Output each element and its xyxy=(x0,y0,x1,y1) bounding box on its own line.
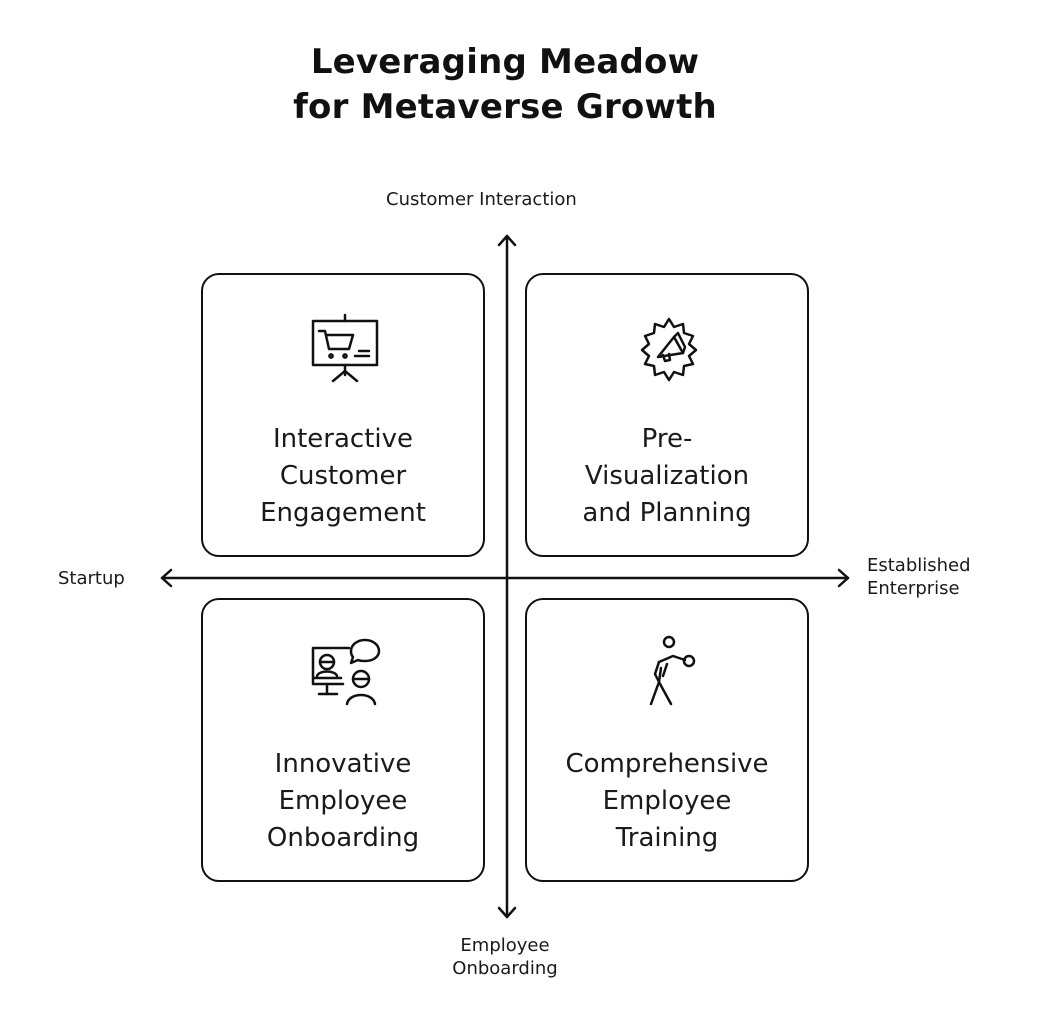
axis-label-left: Startup xyxy=(58,568,125,589)
arrow-right-icon xyxy=(837,568,850,588)
quadrant-label-line: Comprehensive xyxy=(565,749,769,779)
arrow-left-icon xyxy=(160,568,173,588)
axis-label-top: Customer Interaction xyxy=(386,189,577,210)
quadrant-label-line: Customer xyxy=(279,461,407,491)
title-line-1: Leveraging Meadow xyxy=(310,42,700,82)
quadrant-interactive-customer-engagement: Interactive Customer Engagement xyxy=(201,273,485,557)
quadrant-label-line: Onboarding xyxy=(266,823,420,853)
quadrant-label-line: Pre- xyxy=(641,424,693,454)
quadrant-innovative-employee-onboarding: Innovative Employee Onboarding xyxy=(201,598,485,882)
axis-label-right-line-1: Established xyxy=(867,555,971,576)
presentation-board-cart-icon xyxy=(311,313,379,383)
quadrant-label: Innovative Employee Onboarding xyxy=(213,746,473,857)
quadrant-pre-visualization-and-planning: Pre- Visualization and Planning xyxy=(525,273,809,557)
quadrant-label-line: Innovative xyxy=(274,749,412,779)
quadrant-label-line: Training xyxy=(615,823,719,853)
axis-label-bottom-line-1: Employee xyxy=(460,935,550,956)
axis-label-bottom: Employee Onboarding xyxy=(420,934,590,980)
video-call-chat-icon xyxy=(311,638,381,706)
quadrant-label-line: Visualization xyxy=(584,461,750,491)
arrow-up-icon xyxy=(497,234,517,247)
quadrant-comprehensive-employee-training: Comprehensive Employee Training xyxy=(525,598,809,882)
axis-label-right-line-2: Enterprise xyxy=(867,578,960,599)
diagram-title: Leveraging Meadow for Metaverse Growth xyxy=(0,40,1010,130)
axis-label-right: Established Enterprise xyxy=(867,554,971,600)
quadrant-label: Pre- Visualization and Planning xyxy=(537,421,797,532)
gear-megaphone-icon xyxy=(640,317,698,382)
quadrant-label-line: Employee xyxy=(602,786,732,816)
quadrant-label-line: and Planning xyxy=(582,498,752,528)
quadrant-label-line: Employee xyxy=(278,786,408,816)
person-boxing-icon xyxy=(649,635,696,706)
quadrant-label-line: Engagement xyxy=(260,498,426,528)
quadrant-label: Interactive Customer Engagement xyxy=(213,421,473,532)
quadrant-label-line: Interactive xyxy=(272,424,414,454)
axis-label-bottom-line-2: Onboarding xyxy=(452,958,558,979)
arrow-down-icon xyxy=(497,906,517,919)
quadrant-label: Comprehensive Employee Training xyxy=(537,746,797,857)
title-line-2: for Metaverse Growth xyxy=(293,87,717,127)
